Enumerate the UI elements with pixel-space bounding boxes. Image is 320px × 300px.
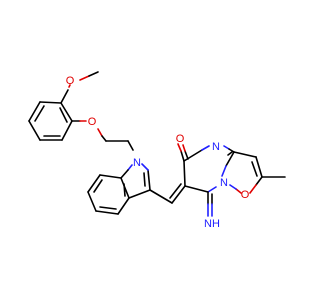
- isoxazole-ring: [229, 151, 263, 194]
- atom-n-pyrimidine: N: [212, 141, 220, 153]
- imino-group: [207, 191, 213, 217]
- structure-canvas: O O N O N O N NH: [28, 71, 286, 230]
- atom-labels: O O N O N O N NH: [66, 75, 250, 230]
- atom-o-carbonyl: O: [176, 133, 185, 145]
- atom-o-isoxazole: O: [241, 189, 250, 201]
- molecule-structure: O O N O N O N NH: [28, 71, 286, 230]
- atom-n-isoxazole: N: [220, 177, 228, 189]
- methoxyphenyl-ring: [28, 101, 73, 141]
- atom-o-ether: O: [88, 116, 97, 128]
- methoxy-group: [60, 71, 99, 104]
- ether-linker: [71, 120, 134, 151]
- methylidene-bridge: [149, 183, 186, 204]
- pyrimidinone-ring: [183, 145, 235, 193]
- atom-o-methoxy: O: [66, 75, 75, 87]
- atom-nh-imino: NH: [204, 218, 220, 230]
- indole-ring: [87, 163, 151, 215]
- atom-n-indole: N: [133, 157, 141, 169]
- carbonyl-group: [177, 143, 189, 162]
